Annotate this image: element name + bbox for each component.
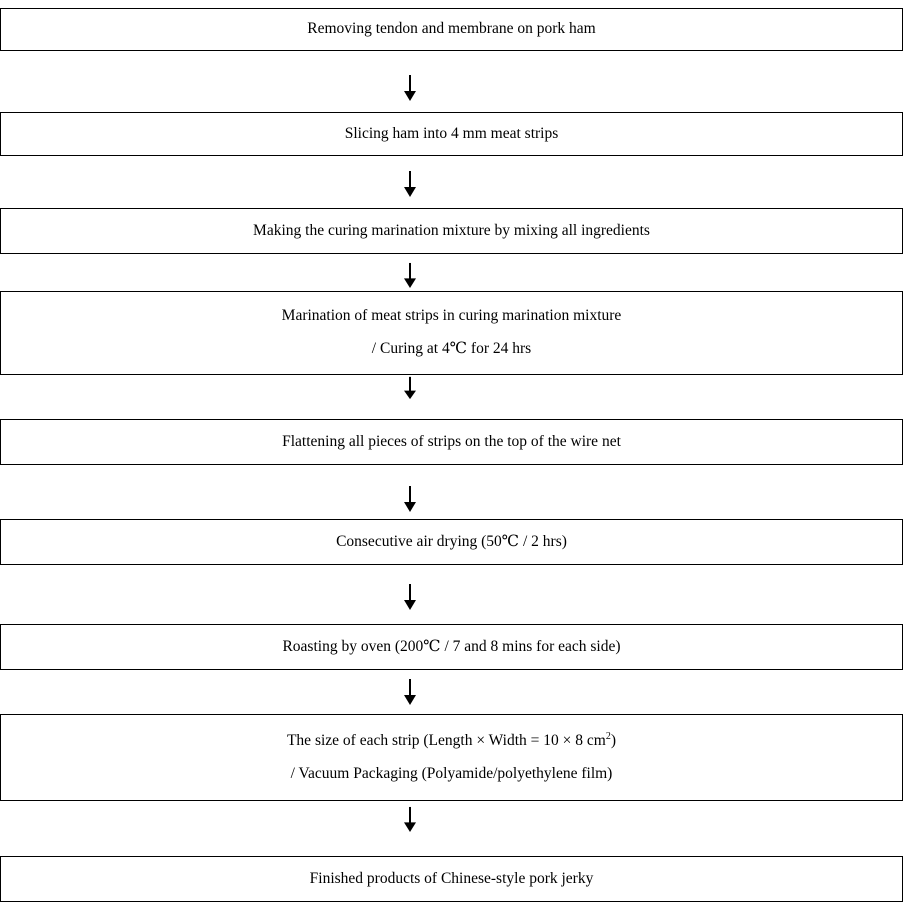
down-arrow-icon (401, 806, 419, 833)
flow-step-3-text: Making the curing marination mixture by … (253, 221, 650, 239)
down-arrow-icon (401, 583, 419, 611)
flow-step-8-text-line-1-main: The size of each strip (Length × Width =… (286, 731, 606, 749)
flow-step-6: Consecutive air drying (50℃ / 2 hrs) (0, 519, 903, 565)
flow-step-4-text-line-1: Marination of meat strips in curing mari… (281, 307, 622, 325)
flow-step-2-text: Slicing ham into 4 mm meat strips (344, 124, 559, 142)
flow-step-5: Flattening all pieces of strips on the t… (0, 419, 903, 465)
down-arrow-icon (401, 485, 419, 513)
flow-step-2: Slicing ham into 4 mm meat strips (0, 112, 903, 156)
flow-step-7-text: Roasting by oven (200℃ / 7 and 8 mins fo… (282, 637, 621, 655)
flow-step-3: Making the curing marination mixture by … (0, 208, 903, 254)
down-arrow-icon (401, 678, 419, 706)
down-arrow-icon (401, 262, 419, 289)
flow-step-9: Finished products of Chinese-style pork … (0, 856, 903, 902)
flow-step-5-text: Flattening all pieces of strips on the t… (282, 432, 621, 450)
flow-step-8-superscript-suffix: ) (610, 731, 617, 749)
flow-step-1-text: Removing tendon and membrane on pork ham (307, 20, 596, 38)
flow-step-7: Roasting by oven (200℃ / 7 and 8 mins fo… (0, 624, 903, 670)
flow-step-8: The size of each strip (Length × Width =… (0, 714, 903, 801)
down-arrow-icon (401, 170, 419, 198)
down-arrow-icon (401, 74, 419, 102)
flow-step-8-superscript: 2 (605, 730, 611, 742)
flow-step-6-text: Consecutive air drying (50℃ / 2 hrs) (336, 532, 567, 550)
flow-step-4-text-line-2: / Curing at 4℃ for 24 hrs (371, 340, 532, 357)
down-arrow-icon (401, 376, 419, 400)
flow-step-8-text-line-1: The size of each strip (Length × Width =… (286, 730, 617, 751)
flow-step-8-text-line-2: / Vacuum Packaging (Polyamide/polyethyle… (290, 764, 613, 782)
flow-step-1: Removing tendon and membrane on pork ham (0, 8, 903, 51)
flow-step-4: Marination of meat strips in curing mari… (0, 291, 903, 375)
flow-step-9-text: Finished products of Chinese-style pork … (309, 869, 594, 887)
